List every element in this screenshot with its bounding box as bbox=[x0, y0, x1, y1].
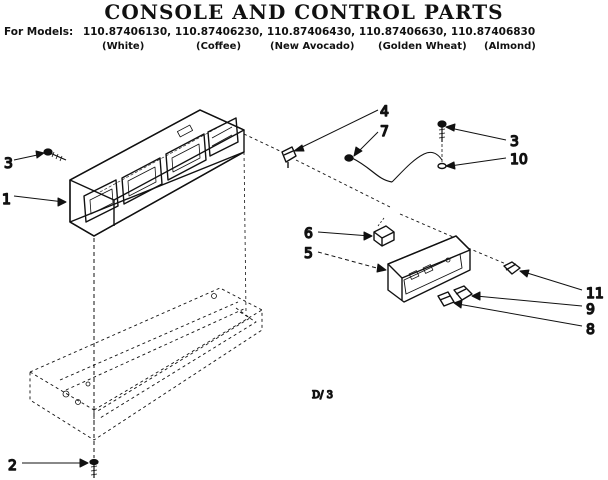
callout-11: 11 bbox=[586, 286, 604, 302]
callout-3-left: 3 bbox=[4, 156, 13, 172]
screw-part-2 bbox=[89, 458, 99, 478]
clip-part-4 bbox=[281, 146, 297, 168]
cabinet-detail bbox=[62, 293, 217, 405]
control-panel-part-5 bbox=[387, 235, 471, 303]
assembly-line bbox=[399, 213, 461, 241]
bracket-part-6 bbox=[373, 217, 395, 247]
screw-part-3-right bbox=[437, 120, 447, 142]
color-label: (White) bbox=[102, 41, 145, 52]
button-part-8 bbox=[437, 291, 455, 307]
callout-9: 9 bbox=[586, 302, 595, 318]
button-part-9 bbox=[453, 285, 473, 301]
models-label: For Models: bbox=[4, 26, 74, 38]
diagram-code: D/ 3 bbox=[312, 390, 333, 401]
model-number: 110.87406630, bbox=[358, 26, 448, 38]
model-numbers-line: For Models: 110.87406130, 110.87406230, … bbox=[4, 26, 535, 38]
color-label: (Golden Wheat) bbox=[378, 41, 467, 52]
callout-2: 2 bbox=[8, 458, 17, 474]
assembly-line bbox=[243, 151, 247, 313]
leader-lines bbox=[13, 109, 583, 468]
diagram-title: CONSOLE AND CONTROL PARTS bbox=[104, 0, 504, 24]
wire-part-7 bbox=[344, 151, 443, 183]
assembly-line bbox=[467, 247, 507, 265]
callout-6: 6 bbox=[304, 226, 313, 242]
washer-part-10 bbox=[437, 162, 447, 170]
color-label: (Almond) bbox=[484, 41, 536, 52]
model-number: 110.87406830 bbox=[450, 26, 536, 38]
callout-4: 4 bbox=[380, 104, 389, 120]
callout-7: 7 bbox=[380, 124, 389, 140]
cabinet-top-outline bbox=[29, 287, 263, 441]
knob-part-11 bbox=[503, 261, 521, 275]
callout-10: 10 bbox=[510, 152, 528, 168]
model-number: 110.87406230, bbox=[174, 26, 264, 38]
callout-3-right: 3 bbox=[510, 134, 519, 150]
assembly-line bbox=[295, 159, 393, 209]
screw-part-3-left bbox=[43, 148, 67, 162]
console-panel bbox=[69, 109, 245, 237]
color-label: (New Avocado) bbox=[270, 41, 355, 52]
callout-1: 1 bbox=[2, 192, 11, 208]
model-number: 110.87406130, bbox=[82, 26, 172, 38]
model-number: 110.87406430, bbox=[266, 26, 356, 38]
callout-5: 5 bbox=[304, 246, 313, 262]
assembly-line bbox=[243, 133, 283, 153]
color-label: (Coffee) bbox=[196, 41, 242, 52]
callout-8: 8 bbox=[586, 322, 595, 338]
